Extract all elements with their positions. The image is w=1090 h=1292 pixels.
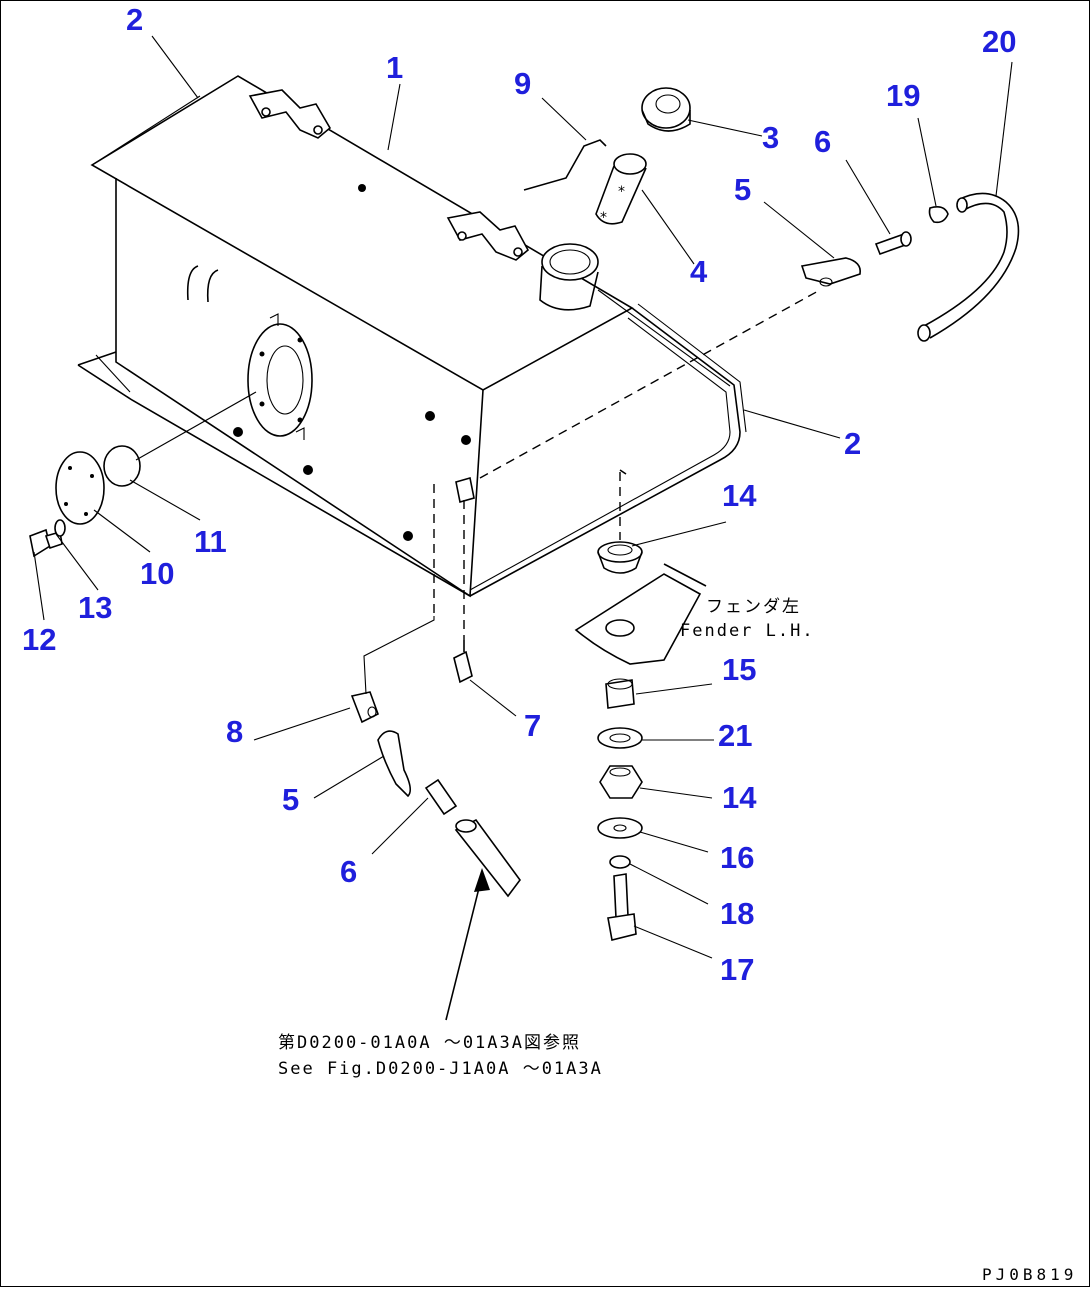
- drain-valve: [453, 640, 473, 684]
- strainer: * *: [595, 153, 647, 226]
- callout-9: 9: [514, 66, 531, 101]
- lower-fittings: [350, 691, 521, 898]
- callout-14: 14: [722, 478, 757, 513]
- callout-3: 3: [762, 120, 779, 155]
- reference-note-jp: 第D0200-01A0A ～01A3A図参照: [278, 1033, 581, 1053]
- callout-18: 18: [720, 896, 754, 931]
- callout-5-lower: 5: [282, 782, 299, 817]
- callout-1: 1: [386, 50, 403, 85]
- drawing-code: PJ0B819: [982, 1265, 1077, 1284]
- fender-note-jp: フェンダ左: [706, 597, 801, 617]
- cover-assembly: [29, 445, 141, 558]
- callout-21: 21: [718, 718, 752, 753]
- dashed-lines: [433, 289, 821, 640]
- callout-6-lower: 6: [340, 854, 357, 889]
- callout-13: 13: [78, 590, 112, 625]
- callout-8: 8: [226, 714, 243, 749]
- callout-15: 15: [722, 652, 756, 687]
- callout-4: 4: [690, 254, 708, 289]
- callout-19: 19: [886, 78, 920, 113]
- callout-2: 2: [126, 2, 143, 37]
- callout-2-right: 2: [844, 426, 861, 461]
- callout-7: 7: [524, 708, 541, 743]
- filler-cap: [641, 87, 691, 132]
- svg-text:*: *: [600, 210, 607, 226]
- chain: [523, 139, 607, 191]
- callout-14-lower: 14: [722, 780, 757, 815]
- callout-6: 6: [814, 124, 831, 159]
- svg-text:*: *: [618, 184, 625, 200]
- callout-5: 5: [734, 172, 751, 207]
- callout-17: 17: [720, 952, 754, 987]
- fuel-tank: [77, 75, 747, 598]
- callout-16: 16: [720, 840, 754, 875]
- callout-numbers: 2 1 9 3 6 19 20 5 4 2 14 11 10 13 12 15 …: [22, 2, 1016, 987]
- reference-note-en: See Fig.D0200-J1A0A ～01A3A: [278, 1059, 603, 1079]
- leader-lines: [33, 35, 1013, 1021]
- callout-10: 10: [140, 556, 174, 591]
- mount-stack: [574, 469, 707, 941]
- fender-note-en: Fender L.H.: [680, 621, 815, 641]
- callout-12: 12: [22, 622, 56, 657]
- upper-fittings: [800, 192, 1020, 342]
- notes: フェンダ左 Fender L.H. 第D0200-01A0A ～01A3A図参照…: [278, 597, 1077, 1284]
- callout-20: 20: [982, 24, 1016, 59]
- callout-11: 11: [194, 524, 227, 559]
